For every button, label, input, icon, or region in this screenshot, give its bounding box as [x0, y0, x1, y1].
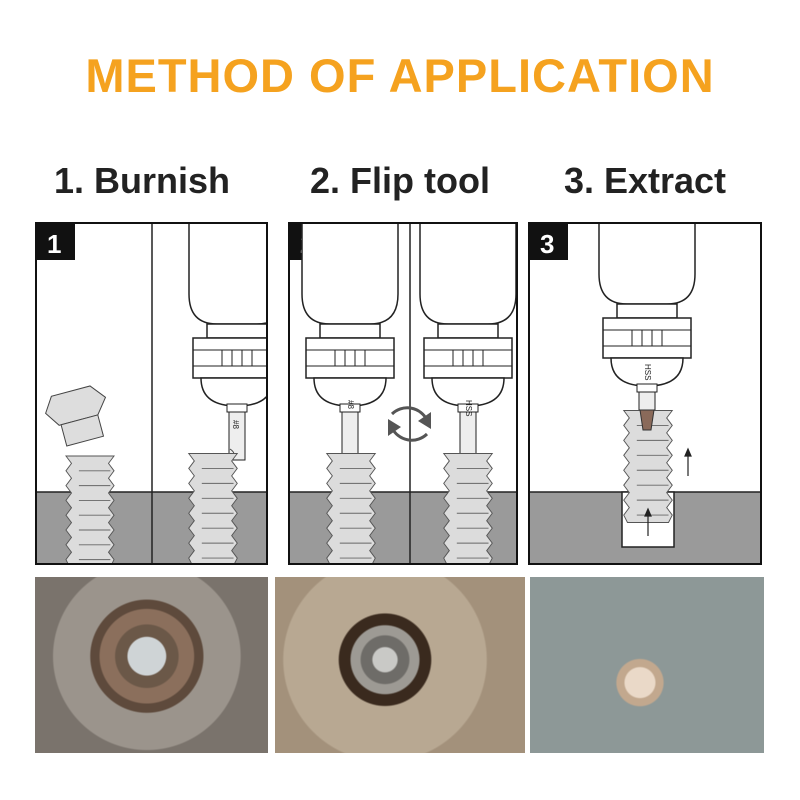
page-title: METHOD OF APPLICATION — [85, 49, 715, 102]
extracted-screw-photo — [530, 577, 764, 753]
step-2-label: 2. Flip tool — [310, 160, 490, 201]
drill-icon — [301, 224, 399, 461]
step-number: 3 — [540, 229, 554, 259]
bolt-head — [45, 385, 107, 447]
screw-icon — [188, 453, 238, 563]
screw-icon — [326, 453, 376, 563]
drilled-screw-photo — [275, 577, 525, 753]
step-2-diagram: 2 #8 HSS — [288, 222, 518, 565]
up-arrow-icon — [644, 447, 692, 536]
bit-label: HSS — [643, 364, 652, 380]
bit-label: #8 — [346, 400, 355, 409]
drill-icon — [419, 224, 516, 461]
screw-icon — [443, 453, 493, 563]
flip-arrows-icon — [388, 406, 431, 442]
drill-icon — [598, 224, 696, 441]
drill-icon — [188, 224, 266, 461]
broken-screw-icon — [65, 455, 115, 563]
step-1-diagram: 1 #8 — [35, 222, 268, 565]
step-3-label: 3. Extract — [563, 160, 727, 201]
step-number-badge — [37, 224, 75, 260]
step-number: 1 — [47, 229, 61, 259]
step-3-diagram: 3 HSS — [528, 222, 762, 565]
burnished-screw-photo — [35, 577, 268, 753]
bit-label: #8 — [231, 420, 240, 429]
bit-label: HSS — [464, 400, 473, 416]
step-1-label: 1. Burnish — [53, 160, 231, 201]
